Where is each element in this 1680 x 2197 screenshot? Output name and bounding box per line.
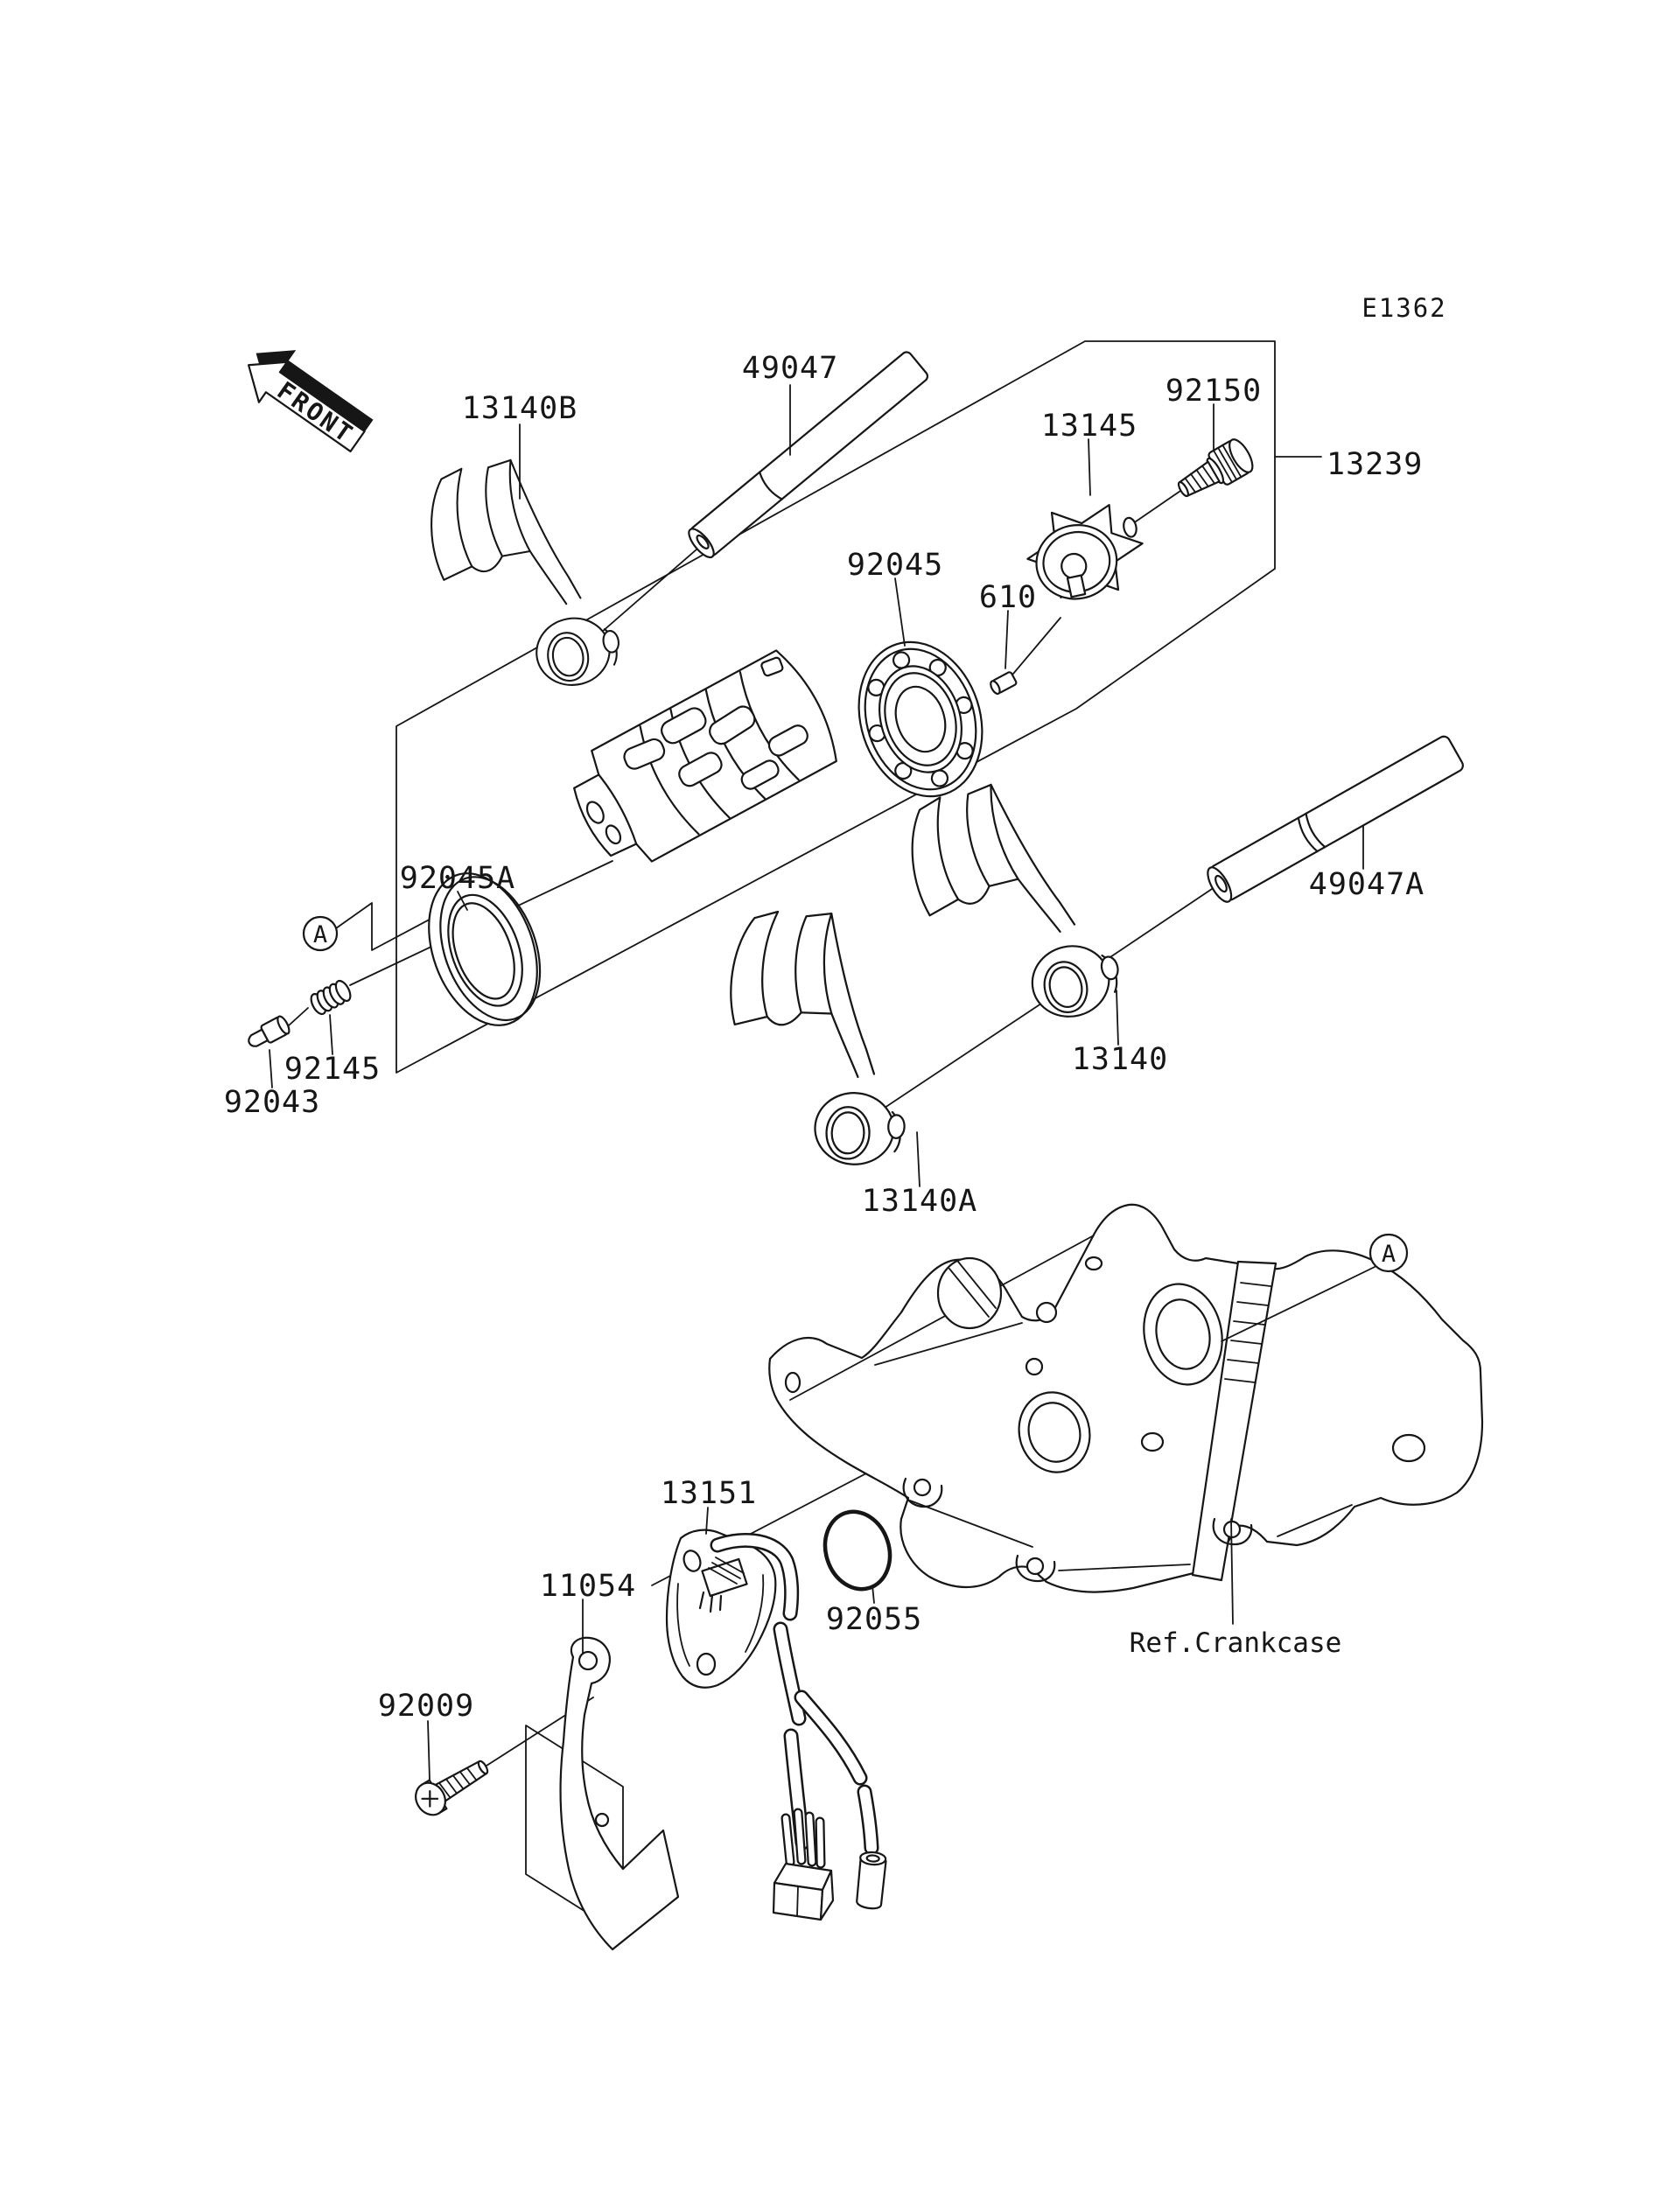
part-label-92045: 92045 bbox=[847, 548, 943, 583]
shift-drum bbox=[573, 649, 837, 863]
detent-pin-92043 bbox=[248, 1015, 290, 1047]
leader-92045 bbox=[894, 577, 906, 647]
part-label-13239: 13239 bbox=[1326, 447, 1423, 482]
axis-rod-49047 bbox=[587, 549, 697, 645]
part-label-49047: 49047 bbox=[742, 351, 838, 386]
front-arrow-face bbox=[248, 360, 366, 453]
part-label-13140B: 13140B bbox=[462, 391, 578, 426]
part-label-13145: 13145 bbox=[1041, 409, 1138, 444]
axis-pin-610 bbox=[1012, 617, 1061, 675]
screw-92150 bbox=[1177, 438, 1254, 498]
detail-marker-a-left: A bbox=[302, 915, 339, 952]
part-label-92045A: 92045A bbox=[400, 861, 515, 896]
shift-fork-13140A bbox=[724, 909, 914, 1167]
detail-marker-a-right: A bbox=[1368, 1233, 1409, 1273]
part-label-92055: 92055 bbox=[826, 1602, 922, 1637]
shift-cam-13145 bbox=[1026, 504, 1144, 600]
front-arrow: FRONT bbox=[248, 350, 374, 453]
part-label-11054: 11054 bbox=[540, 1569, 636, 1604]
bearing-92045 bbox=[858, 640, 984, 798]
part-label-92145: 92145 bbox=[284, 1052, 381, 1087]
leader-13140A bbox=[916, 1131, 920, 1187]
bracket-11054 bbox=[525, 1636, 680, 1951]
leader-610 bbox=[1004, 610, 1009, 669]
labels: 13140B 49047 92150 13145 13239 92045 610… bbox=[224, 351, 1424, 1781]
o-ring-92055 bbox=[822, 1509, 892, 1592]
leader-92009 bbox=[427, 1720, 430, 1781]
part-label-13151: 13151 bbox=[661, 1476, 757, 1511]
part-label-92150: 92150 bbox=[1166, 374, 1262, 409]
wire-connector-4pin bbox=[772, 1808, 835, 1921]
diagram-code: E1362 bbox=[1362, 293, 1446, 323]
leader-92045A bbox=[457, 891, 468, 911]
leader-13140 bbox=[1116, 990, 1119, 1046]
leader-13145 bbox=[1088, 438, 1091, 496]
bolt-92009 bbox=[415, 1760, 489, 1816]
part-label-92043: 92043 bbox=[224, 1085, 320, 1120]
leader-detail-a-right bbox=[1221, 1266, 1376, 1342]
leader-92145 bbox=[329, 1014, 333, 1055]
oil-seal-92045A bbox=[428, 872, 542, 1026]
switch-13151 bbox=[665, 1529, 879, 1856]
leader-ref-crankcase bbox=[1230, 1518, 1234, 1625]
detent-spring-92145 bbox=[310, 979, 352, 1016]
wire-connector-bullet bbox=[856, 1851, 887, 1910]
leader-92055 bbox=[872, 1585, 875, 1604]
axis-rod-49047a-2 bbox=[878, 994, 1055, 1112]
leader-13151 bbox=[705, 1507, 709, 1535]
detail-marker-a-right-label: A bbox=[1382, 1241, 1396, 1268]
axis-pin-92043 bbox=[288, 1007, 309, 1026]
shift-fork-13140 bbox=[897, 765, 1128, 1047]
shift-rod-49047 bbox=[688, 351, 929, 559]
part-label-13140: 13140 bbox=[1072, 1042, 1168, 1077]
part-label-610: 610 bbox=[979, 580, 1037, 615]
switch-contact bbox=[698, 1557, 748, 1613]
part-label-49047A: 49047A bbox=[1309, 867, 1424, 902]
dowel-pin-610 bbox=[990, 671, 1018, 696]
part-label-92009: 92009 bbox=[378, 1689, 474, 1724]
ref-crankcase-label: Ref.Crankcase bbox=[1130, 1627, 1342, 1659]
shift-fork-13140B bbox=[419, 445, 626, 706]
part-label-13140A: 13140A bbox=[862, 1184, 977, 1219]
detail-marker-a-left-label: A bbox=[313, 921, 327, 948]
leader-92043 bbox=[269, 1049, 273, 1088]
shift-rod-49047A bbox=[1207, 735, 1464, 903]
assembly-box-13239 bbox=[396, 340, 1276, 1074]
